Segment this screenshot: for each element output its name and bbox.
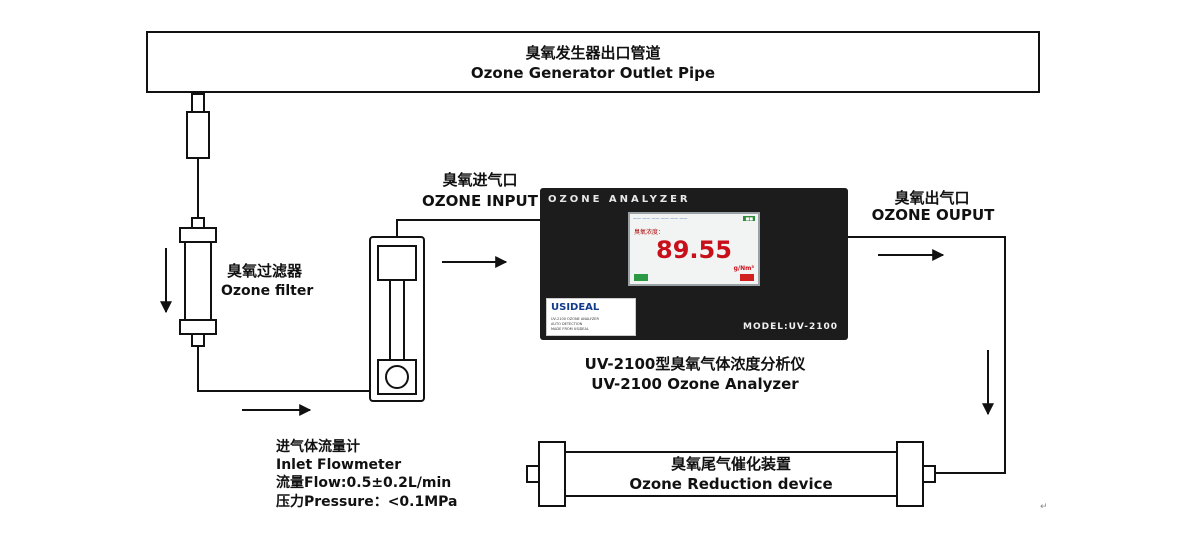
generator-outlet-pipe: 臭氧发生器出口管道 Ozone Generator Outlet Pipe <box>146 31 1040 93</box>
brand-line-1: UV-2100 OZONE ANALYZER <box>551 317 599 321</box>
display-right-button <box>740 274 754 281</box>
pipe-title-en: Ozone Generator Outlet Pipe <box>470 64 716 82</box>
reduction-device-body <box>526 441 936 507</box>
outlet-label-cn: 臭氧出气口 <box>894 189 970 207</box>
display-reading-label: 臭氧浓度： <box>634 229 665 236</box>
inlet-label-en: OZONE INPUT <box>422 192 538 210</box>
flowmeter-body <box>369 236 425 402</box>
inlet-label-cn: 臭氧进气口 <box>442 171 518 189</box>
reduction-label-en: Ozone Reduction device <box>629 475 833 493</box>
display-left-button <box>634 274 648 281</box>
flowmeter-label-en: Inlet Flowmeter <box>276 457 402 473</box>
analyzer-model: MODEL:UV-2100 <box>743 322 838 332</box>
analyzer-caption-en: UV-2100 Ozone Analyzer <box>591 375 799 393</box>
display-status-row: —— —— —— —— —— —— <box>633 216 688 221</box>
brand-plate: USIDEAL UV-2100 OZONE ANALYZER AUTO DETE… <box>546 298 636 336</box>
brand-logo: USIDEAL <box>551 302 600 313</box>
analyzer-caption-cn: UV-2100型臭氧气体浓度分析仪 <box>584 355 806 373</box>
flowmeter-pressure: 压力Pressure：<0.1MPa <box>276 494 458 510</box>
display-reading-unit: g/Nm³ <box>733 265 754 272</box>
filter-label-cn: 臭氧过滤器 <box>227 262 303 280</box>
analyzer-display: —— —— —— —— —— —— ■■ 臭氧浓度： 89.55 g/Nm³ <box>628 212 760 286</box>
pipe-analyzer-to-reduction <box>848 236 1006 474</box>
ozone-analyzer-device: OZONE ANALYZER —— —— —— —— —— —— ■■ 臭氧浓度… <box>540 188 848 340</box>
outlet-label-en: OZONE OUPUT <box>871 206 995 224</box>
pipe-title-cn: 臭氧发生器出口管道 <box>525 44 661 62</box>
flowmeter-flow: 流量Flow:0.5±0.2L/min <box>276 475 452 491</box>
analyzer-panel-title: OZONE ANALYZER <box>548 194 691 205</box>
brand-line-3: MADE FROM USIDEAL <box>551 327 589 331</box>
pipe-filter-to-flowmeter <box>197 346 370 392</box>
display-reading-value: 89.55 <box>656 236 732 264</box>
display-status-badge: ■■ <box>743 216 755 221</box>
return-mark-icon: ↵ <box>1040 502 1048 512</box>
filter-label-en: Ozone filter <box>221 283 314 299</box>
connector-pipe <box>186 93 210 218</box>
ozone-filter-body <box>179 217 217 347</box>
pipe-flowmeter-to-analyzer <box>396 219 540 237</box>
reduction-label-cn: 臭氧尾气催化装置 <box>670 455 791 473</box>
brand-line-2: AUTO DETECTION <box>551 322 583 326</box>
flowmeter-label-cn: 进气体流量计 <box>276 439 360 455</box>
